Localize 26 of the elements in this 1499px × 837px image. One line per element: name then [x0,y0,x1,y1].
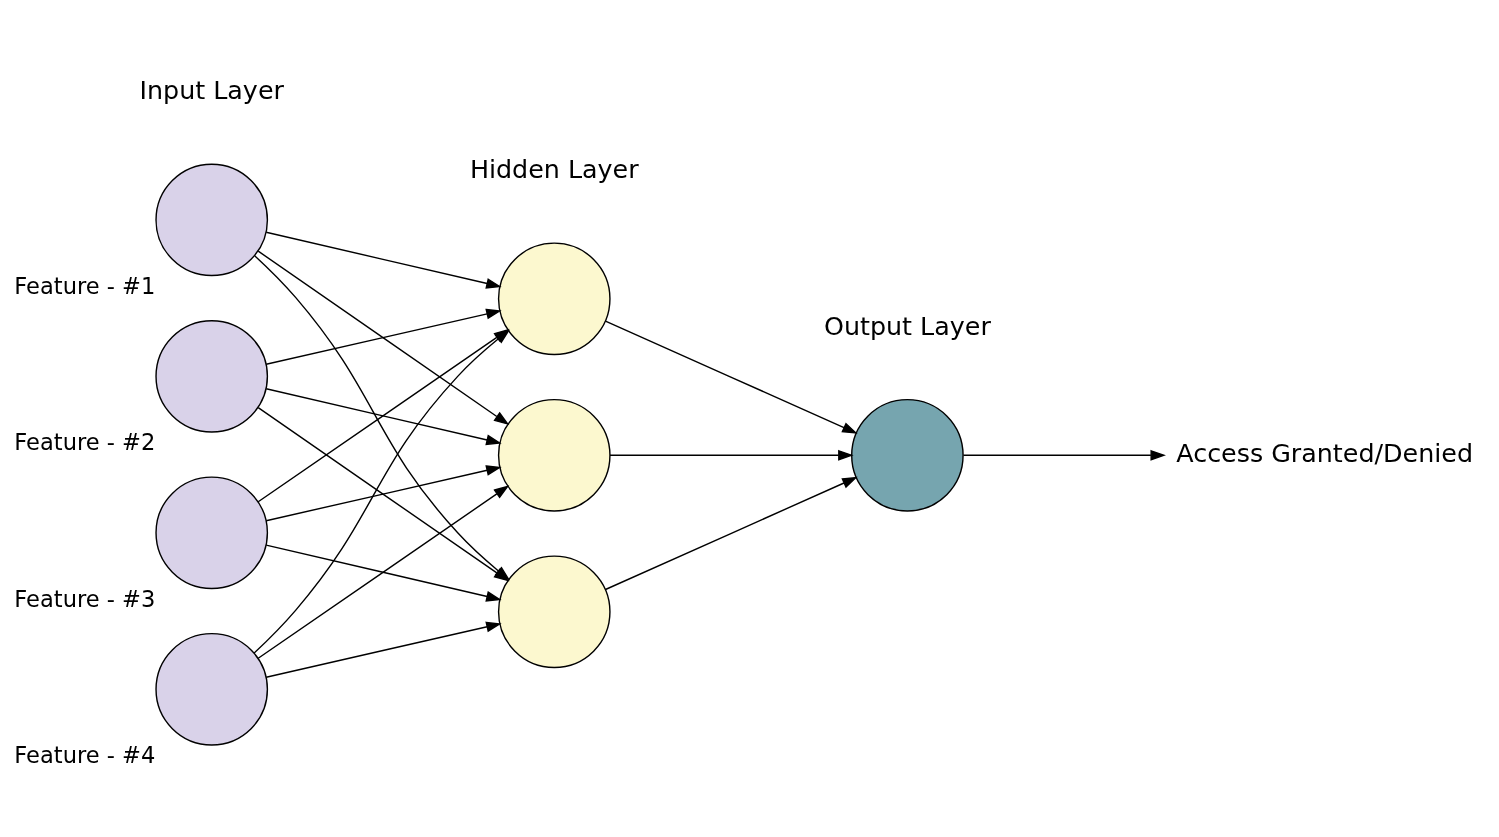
label: Hidden Layer [469,153,639,184]
label: Input Layer [139,74,284,105]
node-label: Feature - #2 [14,428,156,455]
node-label: Feature - #1 [14,272,156,299]
arrow [265,387,502,445]
node-circle [155,475,269,589]
node-circle [497,241,611,355]
node-text: Access Granted/Denied [1176,437,1473,467]
arrow [962,449,1166,461]
arrow [265,621,502,678]
node-label: Feature - #4 [14,741,156,768]
arrow [604,476,858,590]
arrow [265,308,502,365]
arrow [265,231,502,289]
node-circle [497,554,611,668]
arrow [609,449,854,461]
node-circle [851,398,964,512]
arrow [265,543,502,602]
node-circle [497,398,611,512]
node-circle [155,319,269,433]
label: Output Layer [823,310,991,341]
arrow [604,319,858,434]
node-label: Feature - #3 [14,585,156,612]
node-circle [155,632,269,746]
node-circle [155,163,269,276]
arrow [265,464,502,521]
